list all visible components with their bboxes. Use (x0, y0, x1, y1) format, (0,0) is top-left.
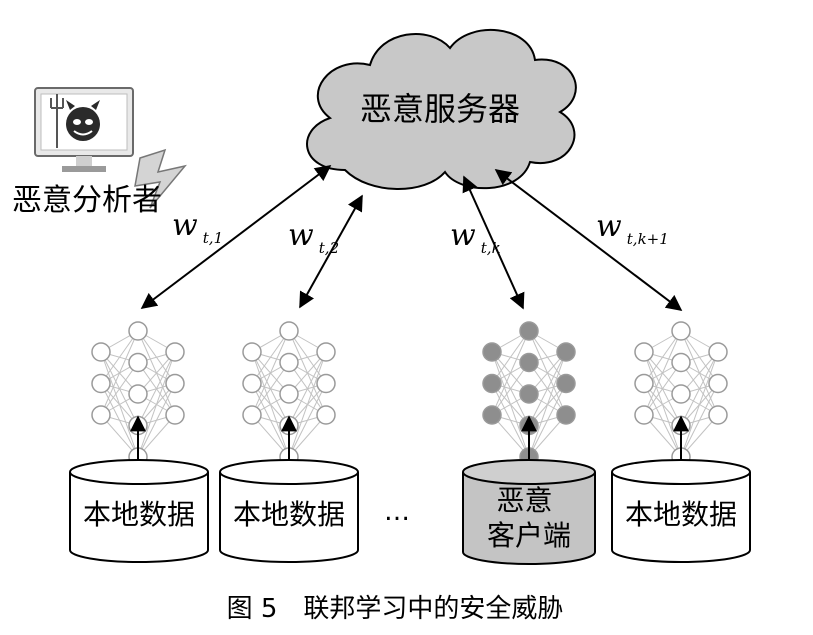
net-node (708, 373, 728, 394)
net-node (519, 384, 539, 404)
weight-main-3: w (450, 218, 476, 253)
weight-sub-4: t,k+1 (627, 230, 669, 248)
net-edge (251, 330, 290, 416)
weight-label-3: w t,k (450, 218, 501, 257)
net-node (91, 405, 111, 425)
database-label-2: 本地数据 (233, 498, 345, 531)
net-edge (491, 330, 530, 384)
weight-labels: w t,1 w t,2 w t,k w t,k+1 (172, 208, 669, 257)
weight-label-2: w t,2 (288, 218, 339, 257)
net-node (482, 342, 502, 362)
net-node (634, 342, 654, 362)
net-node (634, 405, 654, 425)
weight-main-4: w (596, 209, 622, 244)
net-node (91, 342, 111, 362)
database-label-4: 本地数据 (625, 498, 737, 531)
net-node (519, 321, 539, 341)
net-edge (680, 383, 719, 458)
net-edge (528, 351, 567, 458)
malicious-client-line-2: 客户端 (487, 519, 571, 552)
net-node (128, 321, 148, 341)
net-node (482, 405, 502, 425)
weight-label-1: w t,1 (172, 208, 223, 247)
link-arrows (140, 165, 683, 311)
net-edge (643, 362, 682, 416)
analyst-label: 恶意分析者 (12, 183, 162, 218)
net-node (556, 405, 576, 425)
net-node (671, 321, 691, 341)
net-edge (491, 330, 530, 416)
net-node (242, 342, 262, 362)
database-3-malicious-client: 恶意 客户端 (462, 459, 596, 565)
net-node (279, 352, 299, 373)
net-node (708, 405, 728, 425)
neural-network-models (91, 321, 728, 467)
net-edge (680, 351, 719, 458)
net-node (165, 342, 185, 362)
ellipsis: … (384, 497, 410, 527)
malicious-client-label: 恶意 客户端 (487, 484, 571, 552)
link-arrow-1 (140, 165, 332, 309)
net-node (91, 373, 111, 394)
net-node (519, 352, 539, 373)
net-node (165, 405, 185, 425)
weight-label-4: w t,k+1 (596, 209, 669, 248)
net-edge (491, 362, 530, 416)
net-node (128, 384, 148, 404)
malicious-analyst-monitor-icon (34, 87, 187, 209)
weight-sub-2: t,2 (319, 239, 339, 257)
database-1: 本地数据 (69, 459, 209, 563)
database-2: 本地数据 (219, 459, 359, 563)
malicious-client-line-1: 恶意 (497, 484, 553, 517)
net-edge (643, 330, 682, 416)
malicious-server-cloud: 恶意服务器 (306, 28, 577, 190)
net-edge (251, 330, 290, 384)
server-label: 恶意服务器 (360, 90, 520, 128)
net-edge (288, 351, 327, 458)
net-node (242, 373, 262, 394)
net-node (279, 321, 299, 341)
weight-main-2: w (288, 218, 314, 253)
net-node (556, 342, 576, 362)
net-edge (137, 351, 176, 458)
net-edge (643, 330, 682, 384)
net-edge (528, 383, 567, 458)
net-node (242, 405, 262, 425)
net-node (316, 373, 336, 394)
net-edge (288, 351, 327, 426)
weight-sub-1: t,1 (203, 229, 223, 247)
net-node (482, 373, 502, 394)
net-edge (100, 330, 139, 384)
net-node (634, 373, 654, 394)
neural-net-1 (91, 321, 185, 467)
net-edge (100, 330, 139, 416)
net-node (708, 342, 728, 362)
net-edge (680, 351, 719, 426)
net-edge (288, 383, 327, 458)
net-edge (137, 351, 176, 426)
net-node (128, 352, 148, 373)
database-label-1: 本地数据 (83, 498, 195, 531)
database-4: 本地数据 (611, 459, 751, 563)
net-edge (528, 351, 567, 426)
net-node (671, 352, 691, 373)
link-arrow-2 (299, 194, 363, 309)
net-edge (251, 362, 290, 416)
net-node (316, 342, 336, 362)
net-node (316, 405, 336, 425)
net-node (671, 384, 691, 404)
net-edge (100, 362, 139, 416)
weight-main-1: w (172, 208, 198, 243)
link-arrow-4 (494, 169, 683, 311)
net-edge (137, 383, 176, 458)
weight-sub-3: t,k (481, 239, 501, 257)
upload-arrows (130, 415, 689, 460)
net-node (165, 373, 185, 394)
figure-caption: 图 5 联邦学习中的安全威胁 (227, 594, 564, 624)
net-node (279, 384, 299, 404)
net-node (556, 373, 576, 394)
